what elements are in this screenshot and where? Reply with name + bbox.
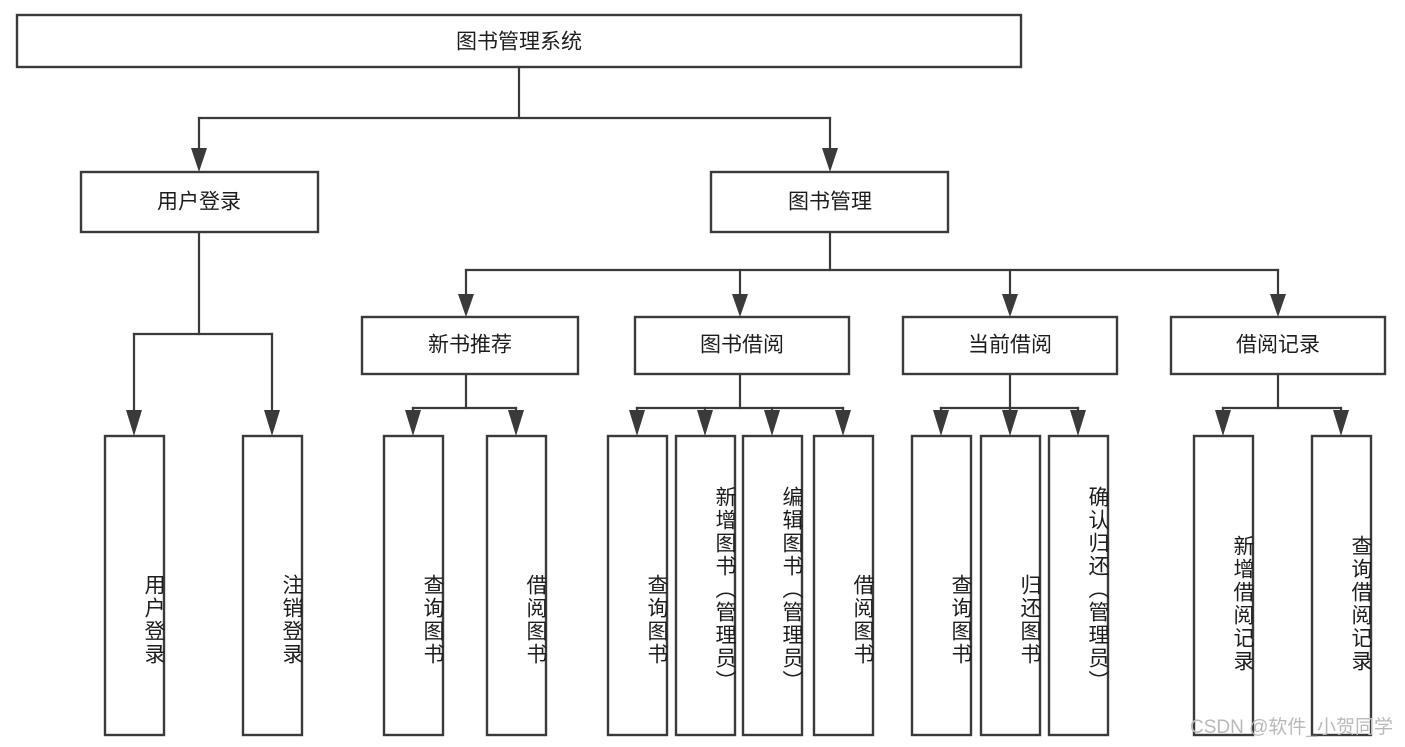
node-book-borrow[interactable]: 图书借阅 <box>633 315 851 376</box>
node-new-book-recommend[interactable]: 新书推荐 <box>360 315 580 376</box>
node-leaf-confirm-return-box[interactable] <box>1047 434 1110 737</box>
node-current-borrow[interactable]: 当前借阅 <box>901 315 1119 376</box>
node-book-borrow-label: 图书借阅 <box>700 334 784 357</box>
node-current-borrow-box[interactable] <box>901 315 1119 376</box>
node-book-borrow-box[interactable] <box>633 315 851 376</box>
node-book-management-label: 图书管理 <box>788 191 872 214</box>
node-new-book-recommend-label: 新书推荐 <box>428 334 512 357</box>
node-leaf-query-record-box[interactable] <box>1310 434 1373 737</box>
node-user-login[interactable]: 用户登录 <box>79 170 320 234</box>
connector-layer <box>126 65 1349 436</box>
arrow-head-leaf-user-logout <box>264 410 280 436</box>
node-book-management[interactable]: 图书管理 <box>709 170 950 234</box>
arrow-head-leaf-confirm-return <box>1070 410 1086 436</box>
arrow-head-leaf-query-book-2 <box>629 410 645 436</box>
node-root-label: 图书管理系统 <box>456 31 582 54</box>
arrow-head-leaf-return-book <box>1002 410 1018 436</box>
node-leaf-add-book-box[interactable] <box>674 434 737 737</box>
csdn-watermark: CSDN @软件_小贺同学 <box>1190 717 1393 738</box>
arrow-head-leaf-query-book-1 <box>405 410 421 436</box>
arrow-head-borrow-record <box>1270 294 1286 317</box>
node-leaf-query-book-2-box[interactable] <box>606 434 669 737</box>
node-leaf-edit-book-box[interactable] <box>741 434 804 737</box>
node-leaf-user-logout-box[interactable] <box>241 434 304 737</box>
leaf-box-layer <box>103 434 1373 737</box>
arrow-head-book-management <box>822 148 838 172</box>
arrow-head-leaf-add-book <box>697 410 713 436</box>
node-borrow-record-label: 借阅记录 <box>1236 334 1320 357</box>
arrow-head-user-login <box>191 148 207 172</box>
node-leaf-return-book-box[interactable] <box>979 434 1042 737</box>
node-leaf-add-record-box[interactable] <box>1192 434 1255 737</box>
node-user-login-box[interactable] <box>79 170 320 234</box>
arrow-head-leaf-edit-book <box>764 410 780 436</box>
arrow-head-leaf-add-record <box>1215 410 1231 436</box>
node-new-book-recommend-box[interactable] <box>360 315 580 376</box>
node-current-borrow-label: 当前借阅 <box>968 334 1052 357</box>
arrow-head-leaf-user-login <box>126 410 142 436</box>
node-root[interactable]: 图书管理系统 <box>15 13 1023 69</box>
arrow-head-leaf-borrow-book-1 <box>508 410 524 436</box>
node-book-management-box[interactable] <box>709 170 950 234</box>
node-borrow-record[interactable]: 借阅记录 <box>1169 315 1387 376</box>
arrow-head-current-borrow <box>1002 294 1018 317</box>
arrow-head-new-book-recommend <box>458 294 474 317</box>
node-leaf-borrow-book-2-box[interactable] <box>812 434 875 737</box>
arrow-head-leaf-query-record <box>1333 410 1349 436</box>
node-leaf-borrow-book-1-box[interactable] <box>485 434 548 737</box>
node-root-box[interactable] <box>15 13 1023 69</box>
node-borrow-record-box[interactable] <box>1169 315 1387 376</box>
node-leaf-query-book-1-box[interactable] <box>382 434 445 737</box>
node-user-login-label: 用户登录 <box>157 191 241 214</box>
arrow-head-book-borrow <box>732 294 748 317</box>
node-leaf-user-login-box[interactable] <box>103 434 166 737</box>
node-leaf-query-book-3-box[interactable] <box>910 434 973 737</box>
arrow-head-leaf-query-book-3 <box>933 410 949 436</box>
arrow-head-leaf-borrow-book-2 <box>835 410 851 436</box>
